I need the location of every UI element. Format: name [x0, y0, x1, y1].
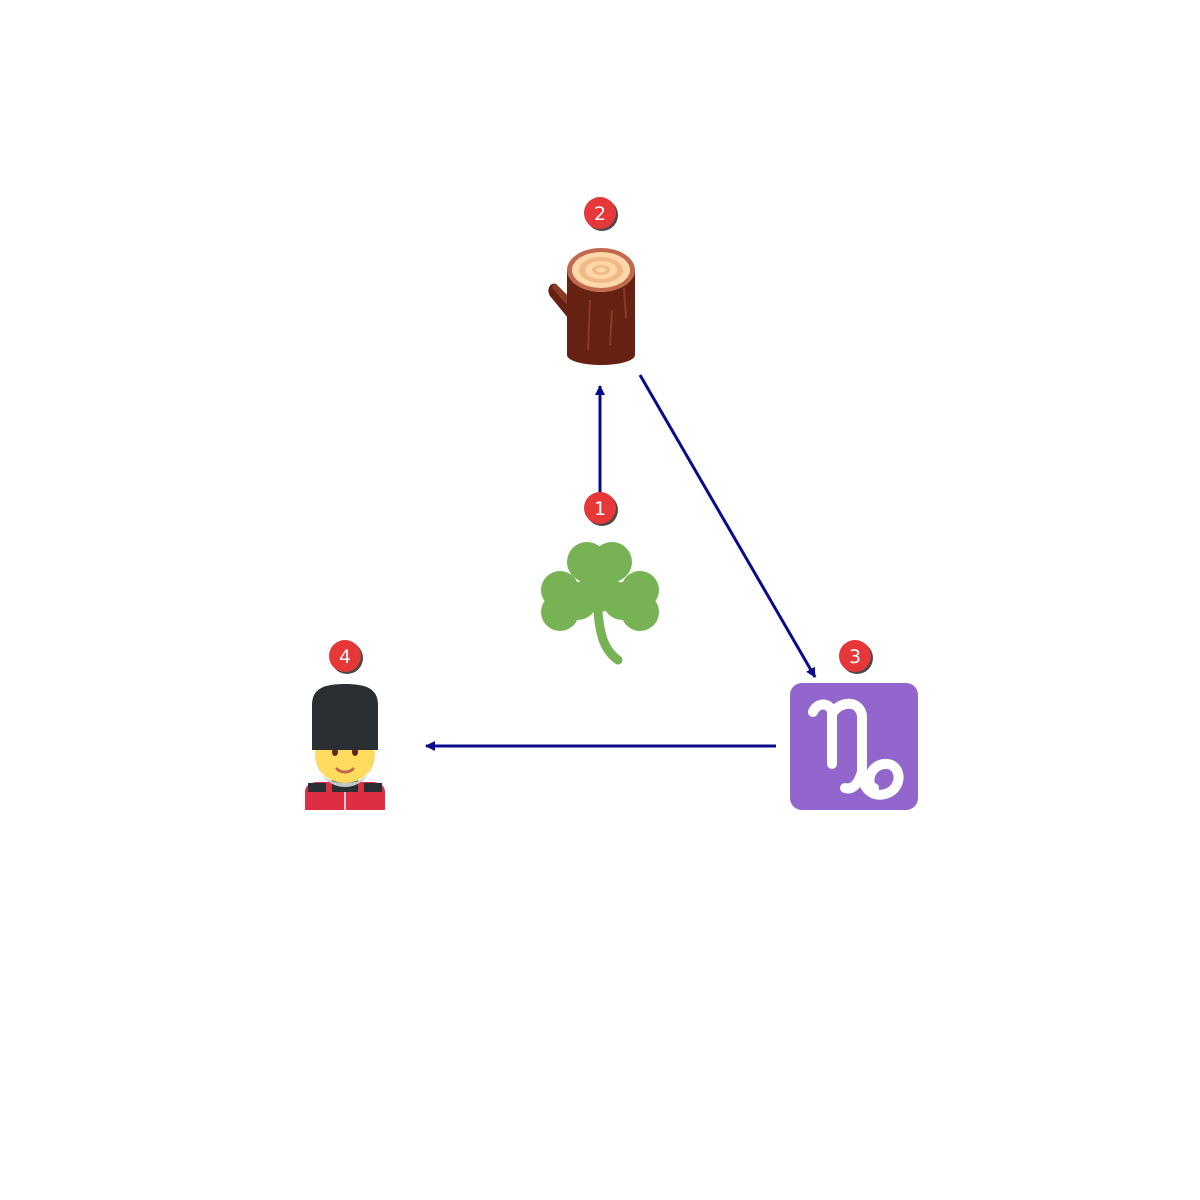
guard-icon — [305, 684, 385, 810]
edges — [425, 374, 817, 751]
node-4-badge: 4 — [329, 640, 363, 674]
node-3: 3 — [790, 640, 918, 810]
wood-log-icon — [548, 248, 635, 365]
node-2: 2 — [548, 197, 635, 365]
node-4-number: 4 — [339, 646, 351, 668]
arrow-2-to-3 — [638, 374, 817, 678]
node-2-number: 2 — [594, 203, 606, 225]
node-3-badge: 3 — [839, 640, 873, 674]
node-1-badge: 1 — [584, 492, 618, 526]
node-2-badge: 2 — [584, 197, 618, 231]
node-1: 1 — [541, 492, 659, 665]
node-3-number: 3 — [849, 646, 861, 668]
node-4: 4 — [305, 640, 385, 810]
shamrock-icon — [541, 542, 659, 665]
capricorn-icon — [790, 683, 918, 810]
node-1-number: 1 — [594, 498, 606, 520]
